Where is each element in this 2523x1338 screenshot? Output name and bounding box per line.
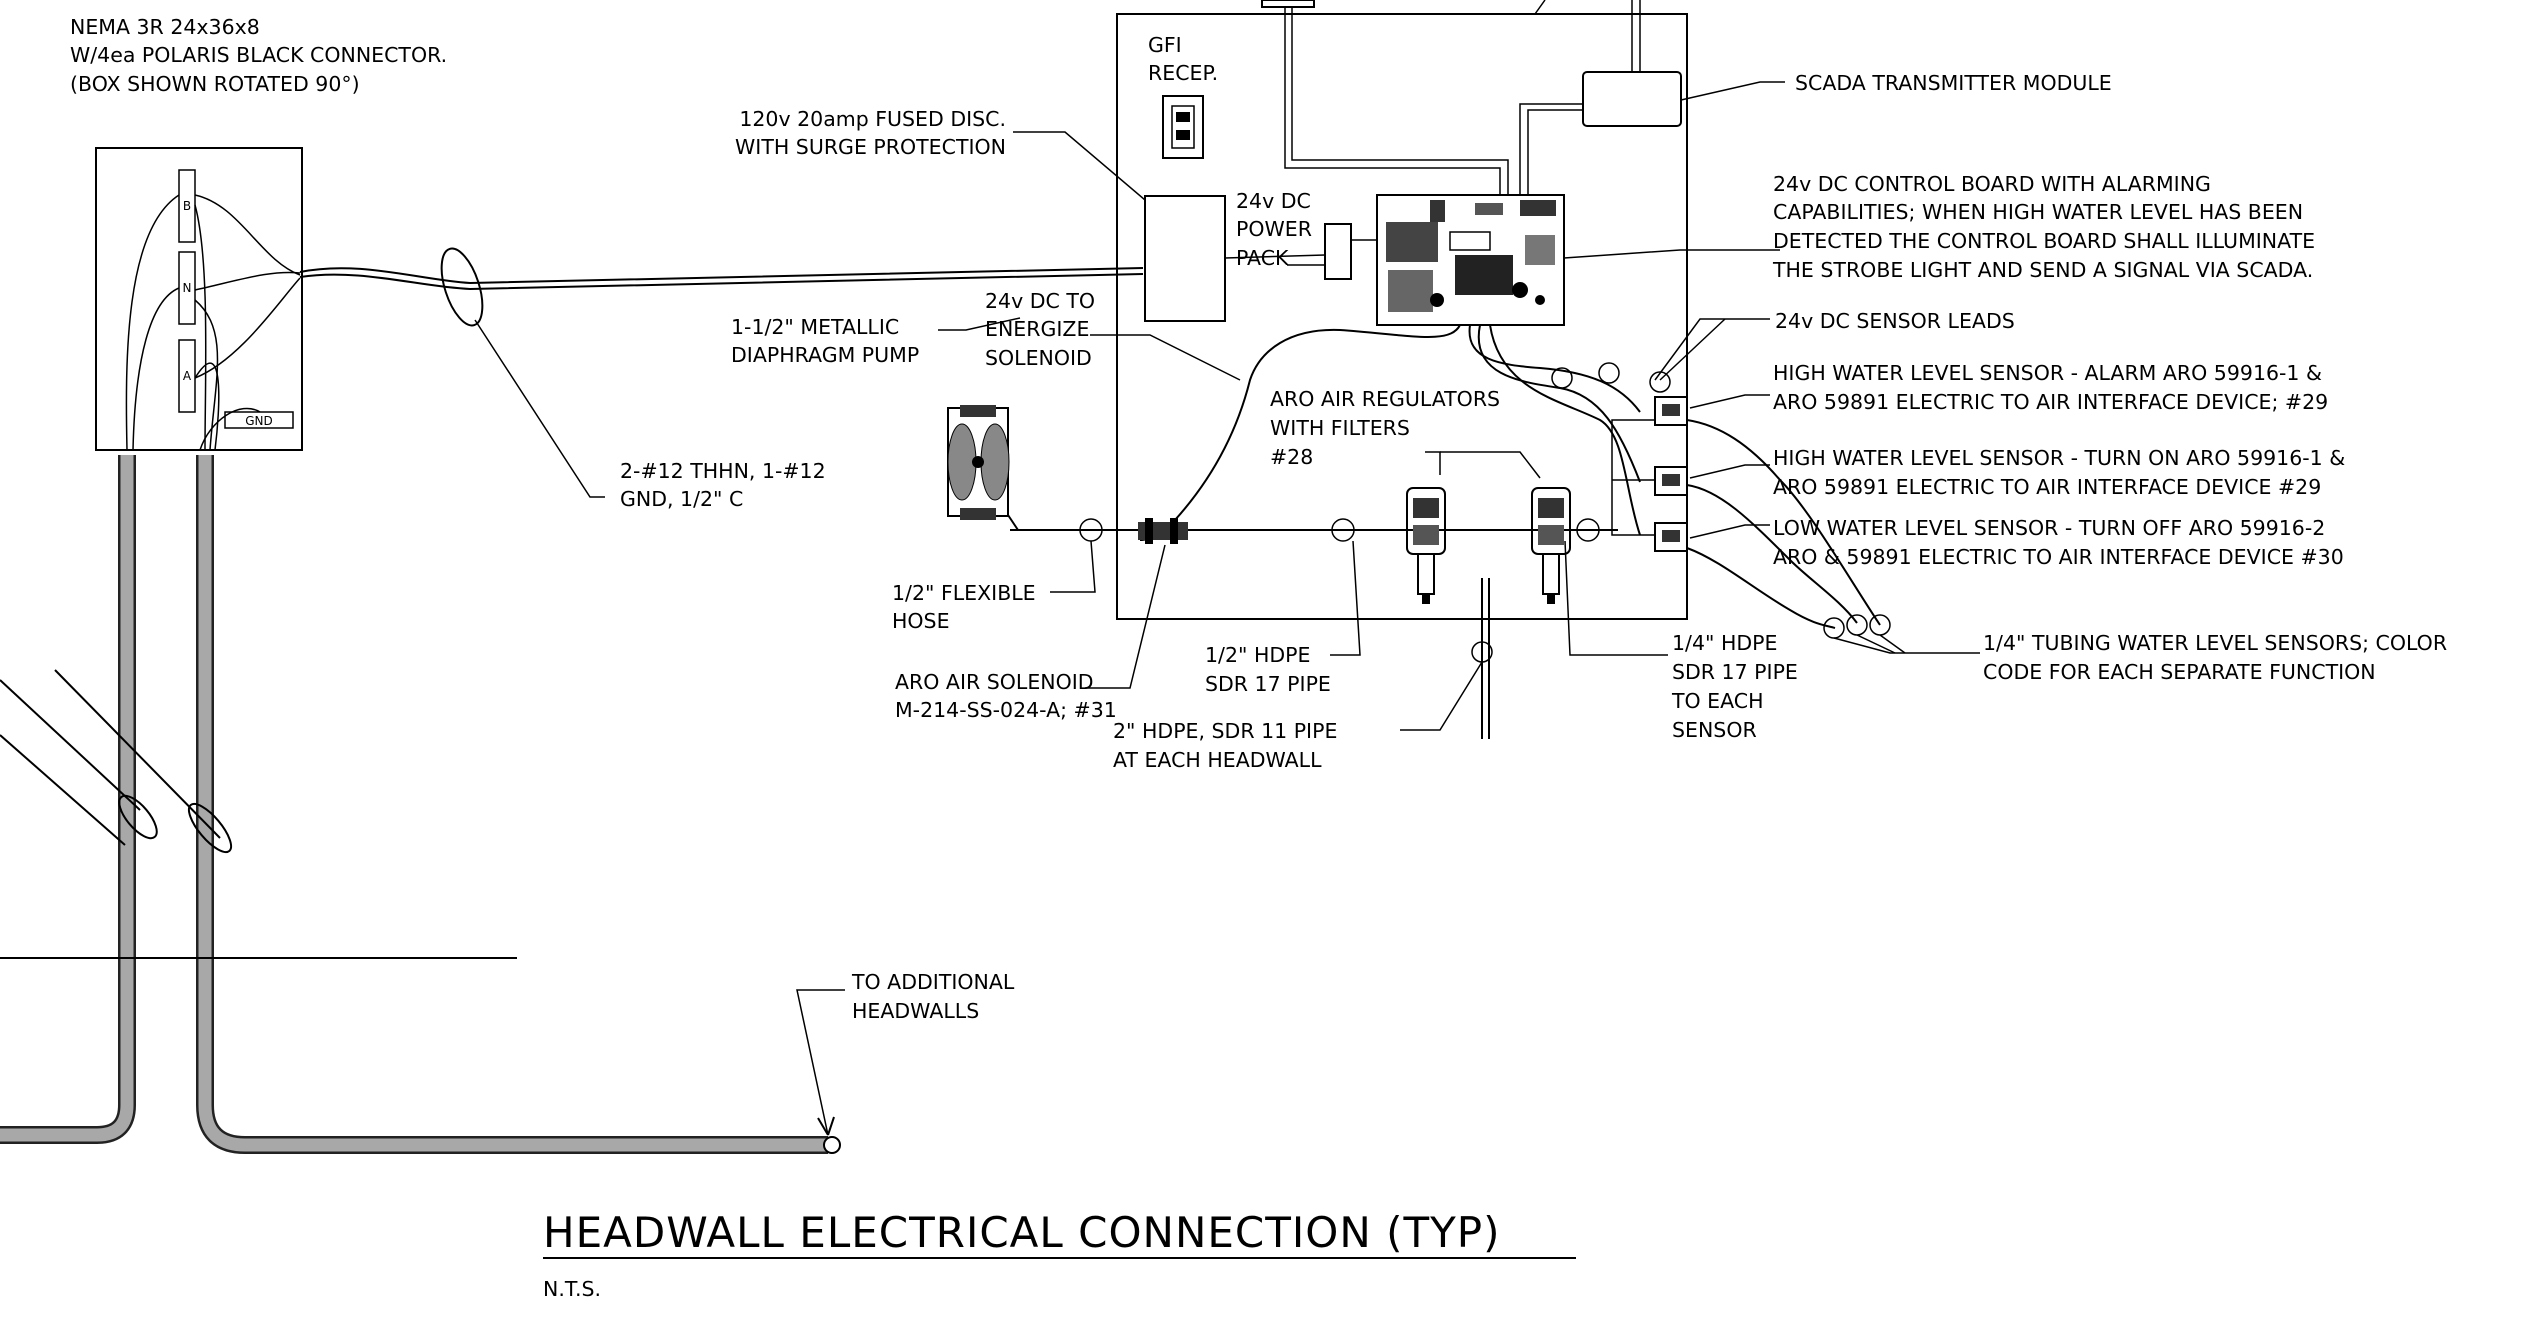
leader-lines — [796, 81, 1980, 1136]
control-board-note-line: DETECTED THE CONTROL BOARD SHALL ILLUMIN… — [1773, 229, 2315, 253]
solenoid-label: ARO AIR SOLENOID — [895, 670, 1094, 694]
nema-note-line: (BOX SHOWN ROTATED 90°) — [70, 72, 360, 96]
hdpe-quarter-label: SDR 17 PIPE — [1672, 660, 1798, 684]
control-panel — [1010, 0, 1688, 739]
fused-disc-label: 120v 20amp FUSED DISC. — [739, 107, 1006, 131]
hdpe-quarter-label: 1/4" HDPE — [1672, 631, 1777, 655]
hdpe-two-label: 2" HDPE, SDR 11 PIPE — [1113, 719, 1337, 743]
hdpe-quarter-label: TO EACH — [1671, 689, 1764, 713]
nema-enclosure: B N A GND — [95, 147, 303, 451]
scada-module — [1582, 71, 1682, 127]
fused-disconnect — [1144, 195, 1226, 322]
power-pack-label: 24v DC — [1236, 189, 1311, 213]
sensor-leads-label: 24v DC SENSOR LEADS — [1775, 309, 2015, 333]
low-water-off-sensor — [1654, 522, 1688, 552]
high-water-on-sensor — [1654, 466, 1688, 496]
additional-label: TO ADDITIONAL — [851, 970, 1015, 994]
hose-label: HOSE — [892, 609, 950, 633]
low-off-label: ARO & 59891 ELECTRIC TO AIR INTERFACE DE… — [1773, 545, 2344, 569]
fused-disc-label: WITH SURGE PROTECTION — [735, 135, 1006, 159]
wires-label: 2-#12 THHN, 1-#12 — [620, 459, 826, 483]
pump-label: DIAPHRAGM PUMP — [731, 343, 919, 367]
high-alarm-label: HIGH WATER LEVEL SENSOR - ALARM ARO 5991… — [1773, 361, 2322, 385]
gfi-label: RECEP. — [1148, 61, 1218, 85]
left-partial-conduits — [0, 669, 517, 959]
low-off-label: LOW WATER LEVEL SENSOR - TURN OFF ARO 59… — [1773, 516, 2325, 540]
conduit-callout-oval — [440, 247, 484, 327]
underground-conduits — [0, 455, 841, 1154]
control-board-note-line: THE STROBE LIGHT AND SEND A SIGNAL VIA S… — [1772, 258, 2313, 282]
tubing-label: 1/4" TUBING WATER LEVEL SENSORS; COLOR — [1983, 631, 2447, 655]
high-alarm-label: ARO 59891 ELECTRIC TO AIR INTERFACE DEVI… — [1773, 390, 2328, 414]
additional-label: HEADWALLS — [852, 999, 979, 1023]
drawing-title: HEADWALL ELECTRICAL CONNECTION (TYP) — [543, 1208, 1501, 1257]
terminal-a — [178, 339, 196, 413]
high-water-alarm-sensor — [1654, 396, 1688, 426]
high-on-label: ARO 59891 ELECTRIC TO AIR INTERFACE DEVI… — [1773, 475, 2321, 499]
hdpe-half-label: 1/2" HDPE — [1205, 643, 1310, 667]
feeder-conduit — [299, 267, 1144, 285]
high-on-label: HIGH WATER LEVEL SENSOR - TURN ON ARO 59… — [1773, 446, 2345, 470]
nema-note-line: NEMA 3R 24x36x8 — [70, 15, 260, 39]
hose-label: 1/2" FLEXIBLE — [892, 581, 1036, 605]
energize-label: ENERGIZE — [985, 317, 1089, 341]
terminal-label: B — [183, 199, 191, 213]
control-board-note: 24v DC CONTROL BOARD WITH ALARMING CAPAB… — [1772, 172, 2315, 282]
terminal-label: N — [183, 281, 192, 295]
energize-label: 24v DC TO — [985, 289, 1095, 313]
terminal-label: A — [183, 369, 192, 383]
wires-label: GND, 1/2" C — [620, 487, 743, 511]
diaphragm-pump — [947, 405, 1010, 520]
terminal-label: GND — [245, 414, 273, 428]
hdpe-half-label: SDR 17 PIPE — [1205, 672, 1331, 696]
air-regulator-1 — [1406, 487, 1446, 604]
tubing-label: CODE FOR EACH SEPARATE FUNCTION — [1983, 660, 2376, 684]
control-board-note-line: 24v DC CONTROL BOARD WITH ALARMING — [1773, 172, 2211, 196]
regulators-label: WITH FILTERS — [1270, 416, 1410, 440]
solenoid-label: M-214-SS-024-A; #31 — [895, 698, 1117, 722]
energize-label: SOLENOID — [985, 346, 1092, 370]
control-board — [1376, 194, 1565, 326]
power-pack-label: POWER — [1236, 217, 1312, 241]
regulators-label: ARO AIR REGULATORS — [1270, 387, 1500, 411]
power-pack — [1324, 223, 1352, 280]
pump-label: 1-1/2" METALLIC — [731, 315, 899, 339]
hdpe-two-label: AT EACH HEADWALL — [1113, 748, 1322, 772]
power-pack-label: PACK — [1236, 246, 1289, 270]
scale-note: N.T.S. — [543, 1277, 601, 1301]
scada-label: SCADA TRANSMITTER MODULE — [1795, 71, 2112, 95]
control-board-note-line: CAPABILITIES; WHEN HIGH WATER LEVEL HAS … — [1773, 200, 2303, 224]
conduit-end-cap — [823, 1136, 841, 1154]
regulators-label: #28 — [1270, 445, 1313, 469]
hdpe-quarter-label: SENSOR — [1672, 718, 1757, 742]
nema-note: NEMA 3R 24x36x8 W/4ea POLARIS BLACK CONN… — [70, 15, 447, 96]
nema-note-line: W/4ea POLARIS BLACK CONNECTOR. — [70, 43, 447, 67]
air-regulator-2 — [1531, 487, 1571, 604]
gfi-receptacle — [1162, 95, 1204, 159]
gfi-label: GFI — [1148, 33, 1182, 57]
